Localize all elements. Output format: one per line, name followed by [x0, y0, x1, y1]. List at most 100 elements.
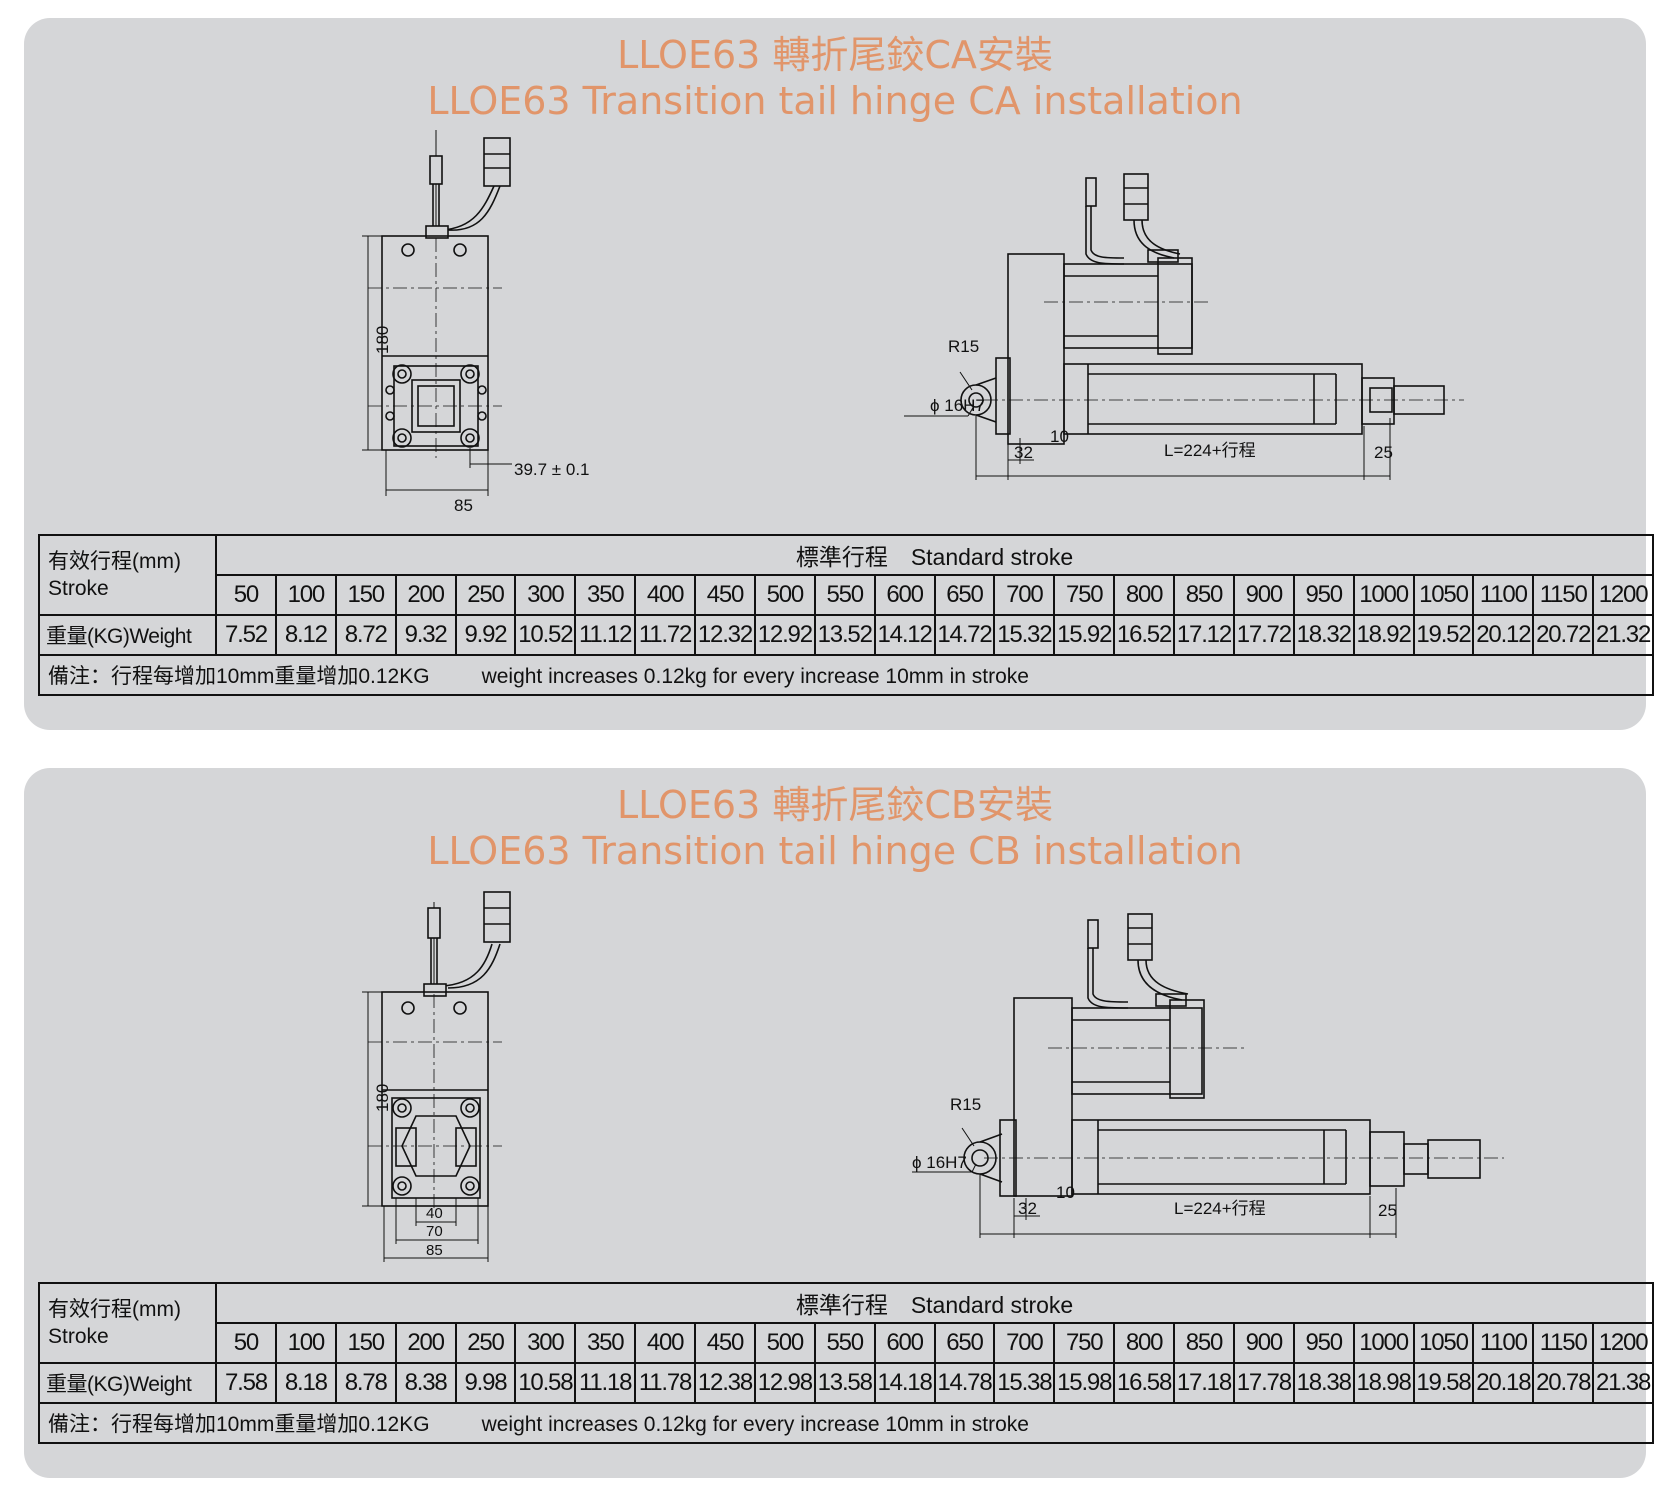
panel-ca-installation: LLOE63 轉折尾鉸CA安裝 LLOE63 Transition tail h… [24, 18, 1654, 730]
stroke-cell: 1000 [1352, 1322, 1415, 1364]
stroke-cell: 950 [1292, 574, 1355, 616]
dim-25: 25 [1378, 1201, 1397, 1220]
stroke-cell: 350 [574, 1322, 637, 1364]
weight-cell: 17.18 [1173, 1362, 1235, 1404]
dim-180: 180 [373, 1084, 392, 1112]
stroke-cell: 750 [1053, 574, 1116, 616]
stroke-cell: 550 [813, 574, 876, 616]
note-row: 備注：行程每增加10mm重量增加0.12KG weight increases 0… [38, 654, 1654, 696]
stroke-cell: 450 [694, 574, 756, 616]
stroke-header-cell: 有效行程(mm) Stroke [38, 1282, 217, 1364]
stroke-cell: 250 [454, 574, 517, 616]
note-row: 備注：行程每增加10mm重量增加0.12KG weight increases 0… [38, 1402, 1654, 1444]
dim-length: L=224+行程 [1174, 1199, 1266, 1218]
dim-hole-spacing: 39.7 ± 0.1 [514, 460, 590, 479]
panel-title-zh: LLOE63 轉折尾鉸CA安裝 [617, 33, 1053, 77]
weight-cell: 15.98 [1053, 1362, 1116, 1404]
stroke-cell: 850 [1173, 1322, 1235, 1364]
weight-cell: 14.72 [933, 614, 996, 656]
stroke-header-cell: 有效行程(mm) Stroke [38, 534, 217, 616]
weight-cell: 17.12 [1173, 614, 1235, 656]
dim-10: 10 [1050, 427, 1069, 446]
label-bore: ϕ 16H7 [912, 1153, 967, 1172]
dim-70: 70 [426, 1223, 443, 1240]
stroke-cell: 850 [1173, 574, 1235, 616]
weight-cell: 9.32 [394, 614, 457, 656]
weight-cell: 11.18 [574, 1362, 637, 1404]
weight-cell: 10.52 [514, 614, 577, 656]
weight-cell: 20.12 [1472, 614, 1535, 656]
stroke-cell: 150 [334, 574, 397, 616]
standard-stroke-header: 標準行程 Standard stroke [215, 1282, 1654, 1324]
note-en: weight increases 0.12kg for every increa… [481, 1413, 1029, 1436]
stroke-cell: 700 [993, 1322, 1056, 1364]
stroke-cell: 200 [394, 574, 457, 616]
weight-cell: 21.38 [1592, 1362, 1654, 1404]
weight-cell: 18.32 [1292, 614, 1355, 656]
weight-cell: 12.98 [753, 1362, 816, 1404]
stroke-cell: 800 [1113, 574, 1175, 616]
weight-cell: 18.38 [1292, 1362, 1355, 1404]
stroke-cell: 50 [215, 574, 277, 616]
dim-85: 85 [426, 1242, 443, 1259]
note-zh: 備注：行程每增加10mm重量增加0.12KG [48, 1413, 430, 1436]
weight-cell: 20.18 [1472, 1362, 1535, 1404]
stroke-cell: 900 [1232, 1322, 1295, 1364]
weight-cell: 11.72 [634, 614, 696, 656]
stroke-cell: 200 [394, 1322, 457, 1364]
stroke-cell: 1100 [1472, 1322, 1535, 1364]
technical-drawing-cb: 180 40 70 85 R15 ϕ 16H7 10 32 L=224+行程 2… [362, 891, 1504, 1262]
weight-cell: 18.92 [1352, 614, 1415, 656]
weight-cell: 9.92 [454, 614, 517, 656]
stroke-cell: 350 [574, 574, 637, 616]
stroke-cell: 600 [873, 574, 936, 616]
stroke-cell: 1200 [1592, 574, 1654, 616]
note-zh: 備注：行程每增加10mm重量增加0.12KG [48, 665, 430, 688]
stroke-cell: 1000 [1352, 574, 1415, 616]
weight-cell: 16.52 [1113, 614, 1175, 656]
weight-cell: 17.72 [1232, 614, 1295, 656]
weight-cell: 13.58 [813, 1362, 876, 1404]
weight-cell: 8.78 [334, 1362, 397, 1404]
stroke-cell: 1200 [1592, 1322, 1654, 1364]
dim-10: 10 [1056, 1183, 1075, 1202]
panel-title-zh: LLOE63 轉折尾鉸CB安裝 [617, 783, 1053, 827]
stroke-label-en: Stroke [48, 1325, 109, 1348]
weight-cell: 20.72 [1532, 614, 1595, 656]
dim-40: 40 [426, 1205, 443, 1222]
weight-cell: 7.58 [215, 1362, 277, 1404]
weight-cell: 7.52 [215, 614, 277, 656]
stroke-cell: 400 [634, 574, 696, 616]
label-r15: R15 [948, 337, 979, 356]
weight-cell: 10.58 [514, 1362, 577, 1404]
stroke-cell: 500 [753, 574, 816, 616]
stroke-cell: 700 [993, 574, 1056, 616]
stroke-cell: 1150 [1532, 574, 1595, 616]
note-cell: 備注：行程每增加10mm重量增加0.12KG weight increases 0… [38, 654, 1654, 696]
stroke-cell: 500 [753, 1322, 816, 1364]
stroke-cell: 550 [813, 1322, 876, 1364]
weight-cell: 15.32 [993, 614, 1056, 656]
label-r15: R15 [950, 1095, 981, 1114]
stroke-cell: 300 [514, 1322, 577, 1364]
note-cell: 備注：行程每增加10mm重量增加0.12KG weight increases 0… [38, 1402, 1654, 1444]
stroke-label-zh: 有效行程(mm) [48, 1298, 181, 1321]
weight-cell: 8.38 [394, 1362, 457, 1404]
weight-cell: 14.78 [933, 1362, 996, 1404]
weight-cell: 12.92 [753, 614, 816, 656]
weight-cell: 16.58 [1113, 1362, 1175, 1404]
note-en: weight increases 0.12kg for every increa… [481, 665, 1029, 688]
panel-title-en: LLOE63 Transition tail hinge CB installa… [427, 829, 1243, 873]
weight-cell: 19.58 [1412, 1362, 1475, 1404]
stroke-cell: 800 [1113, 1322, 1175, 1364]
weight-cell: 14.18 [873, 1362, 936, 1404]
stroke-cell: 450 [694, 1322, 756, 1364]
stroke-cell: 1100 [1472, 574, 1535, 616]
dim-25: 25 [1374, 443, 1393, 462]
weight-cell: 18.98 [1352, 1362, 1415, 1404]
stroke-cell: 600 [873, 1322, 936, 1364]
